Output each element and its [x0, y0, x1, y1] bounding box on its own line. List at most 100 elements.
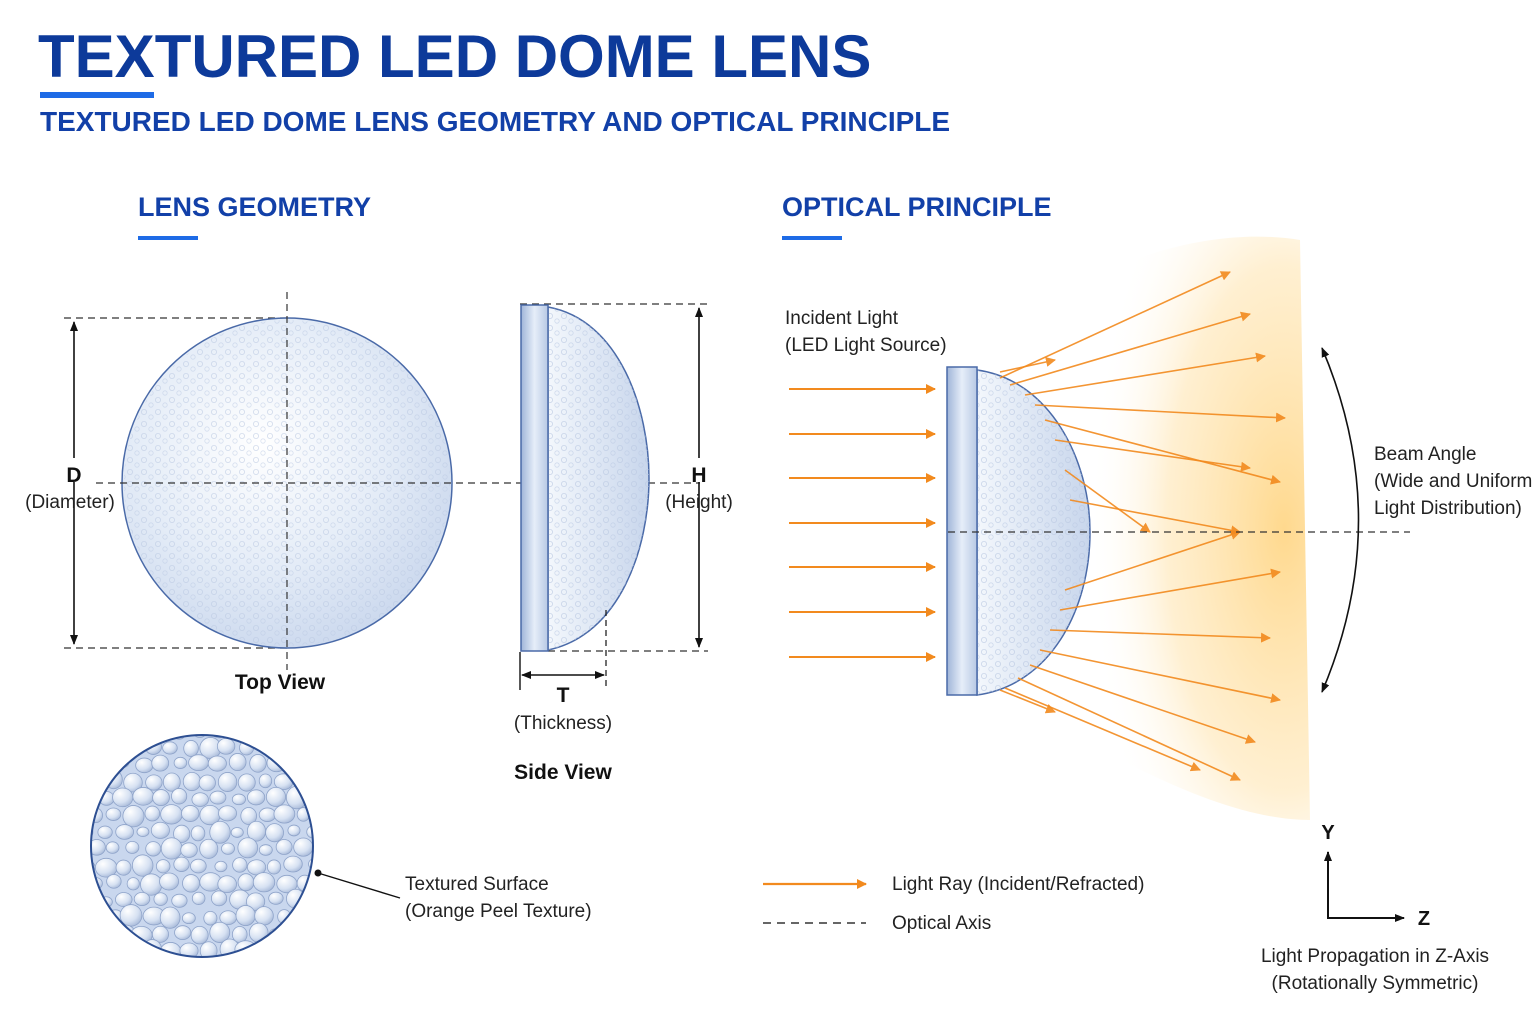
texture-bubble: [173, 756, 188, 769]
legend: Light Ray (Incident/Refracted) Optical A…: [763, 874, 1144, 934]
texture-bubble: [228, 753, 247, 772]
thickness-label: (Thickness): [514, 713, 612, 734]
side-view: H (Height) T (Thickness) Side View: [514, 303, 733, 784]
texture-bubble: [296, 739, 313, 756]
texture-bubble: [140, 873, 163, 896]
texture-label-line2: (Orange Peel Texture): [405, 901, 592, 922]
texture-bubble: [145, 841, 162, 857]
diameter-label: (Diameter): [25, 492, 115, 513]
texture-bubble: [91, 758, 92, 772]
section-bar-optical: [782, 236, 842, 240]
texture-bubble: [231, 793, 246, 806]
texture-bubble: [318, 743, 331, 755]
texture-bubble: [217, 772, 238, 792]
texture-bubble: [296, 774, 312, 787]
texture-bubble: [296, 943, 313, 957]
texture-bubble: [91, 740, 101, 753]
texture-bubble: [190, 926, 209, 945]
texture-bubble: [275, 735, 295, 756]
refracted-ray: [999, 271, 1231, 379]
texture-bubble: [218, 805, 237, 822]
texture-bubble: [210, 735, 228, 739]
texture-bubble: [105, 841, 120, 854]
texture-bubble: [91, 927, 94, 942]
refracted-ray: [999, 357, 1056, 373]
texture-bubble: [232, 857, 248, 873]
texture-bubble: [151, 754, 170, 772]
texture-bubble: [232, 735, 248, 737]
texture-bubble: [159, 906, 181, 929]
texture-bubble: [207, 755, 227, 772]
texture-bubble: [314, 909, 329, 922]
section-bar-geometry: [138, 236, 198, 240]
texture-bubble: [209, 921, 231, 943]
texture-bubble: [112, 787, 134, 808]
texture-bubble: [275, 839, 293, 855]
texture-bubble: [211, 890, 228, 907]
refracted-ray: [1024, 352, 1266, 396]
texture-bubble: [252, 872, 276, 893]
texture-bubble: [135, 757, 154, 774]
texture-zoom-outline: [90, 734, 314, 958]
texture-bubble: [107, 741, 121, 755]
texture-bubble: [160, 837, 183, 860]
texture-bubble: [182, 874, 200, 893]
refracted-ray: [1059, 568, 1281, 611]
texture-bubble: [150, 735, 171, 740]
texture-bubble: [162, 741, 178, 755]
texture-bubble: [91, 771, 104, 791]
texture-bubble: [268, 891, 284, 905]
texture-bubble: [312, 874, 313, 894]
texture-bubble: [173, 824, 191, 843]
texture-zoom: Textured Surface (Orange Peel Texture): [90, 734, 592, 959]
texture-bubble: [125, 840, 140, 854]
texture-bubble: [174, 925, 192, 941]
optical-lens-base: [946, 366, 978, 696]
texture-bubble: [153, 892, 168, 906]
texture-bubble: [181, 805, 200, 822]
texture-bubble: [265, 823, 284, 843]
texture-bubble: [203, 910, 218, 926]
texture-bubble: [274, 939, 298, 957]
texture-bubble: [253, 941, 275, 957]
texture-bubble: [209, 820, 231, 844]
texture-bubble: [221, 842, 235, 855]
refracted-ray: [1004, 687, 1201, 772]
texture-bubble: [115, 859, 132, 876]
texture-bubble: [314, 945, 329, 959]
texture-bubble: [181, 912, 196, 925]
page-subtitle: TEXTURED LED DOME LENS GEOMETRY AND OPTI…: [40, 106, 951, 137]
texture-bubble: [190, 858, 207, 874]
texture-bubble: [122, 805, 145, 828]
texture-bubble: [91, 890, 98, 912]
diameter-label-bg: [60, 458, 88, 482]
texture-bubble: [160, 804, 183, 825]
z-axis-label: Z: [1418, 908, 1430, 930]
texture-bubble: [115, 824, 134, 840]
texture-bubble: [258, 844, 273, 856]
texture-bubble: [247, 789, 266, 806]
texture-bubble: [305, 754, 313, 770]
texture-bubble: [91, 839, 106, 856]
texture-bubble: [288, 735, 305, 737]
texture-bubble: [267, 735, 284, 738]
texture-leader-line: [317, 872, 401, 899]
beam-angle-arc: [1321, 347, 1360, 693]
texture-bubble: [131, 735, 151, 739]
texture-bubble: [283, 855, 303, 873]
texture-bubble: [159, 872, 179, 891]
texture-bubble: [237, 873, 255, 892]
texture-bubble: [304, 735, 313, 741]
texture-bubble: [273, 804, 296, 824]
side-view-base: [520, 304, 549, 652]
texture-bubble: [123, 772, 143, 793]
incident-rays: [789, 384, 936, 662]
texture-bubble: [171, 893, 188, 908]
side-view-dome-texture: [548, 307, 649, 650]
texture-bubble: [199, 838, 219, 859]
side-view-label: Side View: [514, 761, 612, 784]
texture-bubble: [183, 740, 199, 757]
texture-bubble: [155, 859, 171, 874]
refracted-ray: [1064, 469, 1151, 533]
